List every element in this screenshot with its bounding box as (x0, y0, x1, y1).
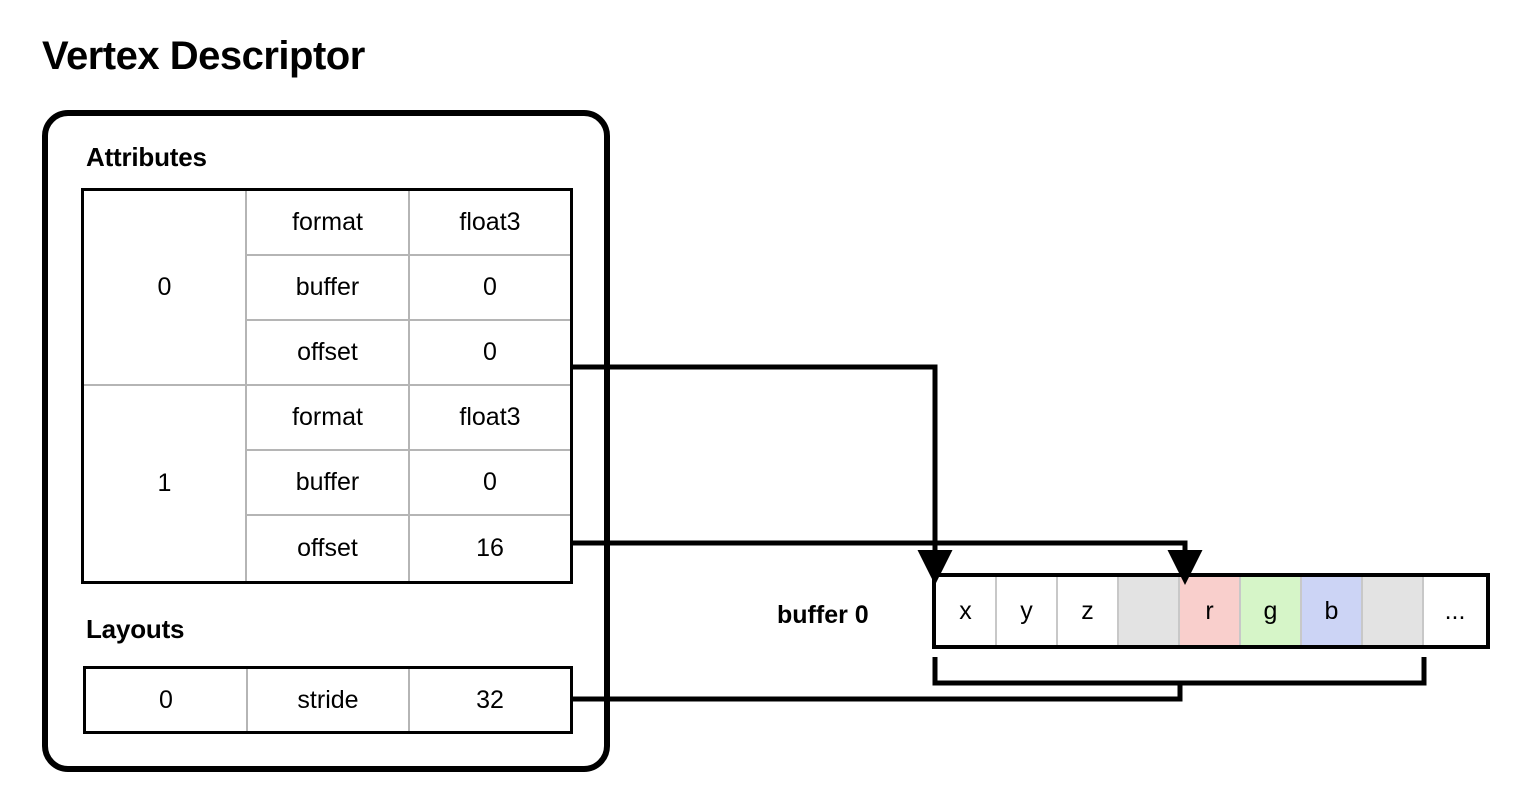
page-title: Vertex Descriptor (42, 34, 365, 78)
buffer-cell-y: y (997, 577, 1058, 645)
buffer-cell-...: ... (1424, 577, 1486, 645)
attribute-0-buffer-label: buffer (247, 256, 410, 321)
buffer-cell-g: g (1241, 577, 1302, 645)
layouts-heading: Layouts (86, 614, 185, 644)
buffer-label: buffer 0 (777, 601, 869, 629)
layout-0-stride-value: 32 (410, 669, 570, 731)
attribute-0-offset-value: 0 (410, 321, 570, 386)
buffer-cell-padding-7 (1363, 577, 1424, 645)
buffer-cell-r: r (1180, 577, 1241, 645)
attribute-1-buffer-value: 0 (410, 451, 570, 516)
attribute-1-format-value: float3 (410, 386, 570, 451)
attribute-1-offset-label: offset (247, 516, 410, 581)
attribute-index-1: 1 (84, 386, 247, 581)
attribute-1-format-label: format (247, 386, 410, 451)
attribute-index-0: 0 (84, 191, 247, 386)
buffer-cell-b: b (1302, 577, 1363, 645)
layout-0-stride-label: stride (248, 669, 410, 731)
buffer-cell-z: z (1058, 577, 1119, 645)
attribute-0-format-label: format (247, 191, 410, 256)
stride-bracket (573, 657, 1427, 702)
attribute-0-format-value: float3 (410, 191, 570, 256)
layout-index-0: 0 (86, 669, 248, 731)
attributes-table: 0 format float3 buffer 0 offset 0 1 form… (81, 188, 573, 584)
connector-attribute1-offset-arrow (573, 540, 1203, 585)
buffer-cell-padding-3 (1119, 577, 1180, 645)
attribute-1-offset-value: 16 (410, 516, 570, 581)
attribute-1-buffer-label: buffer (247, 451, 410, 516)
attribute-0-offset-label: offset (247, 321, 410, 386)
attributes-heading: Attributes (86, 142, 207, 172)
attribute-0-buffer-value: 0 (410, 256, 570, 321)
layouts-table: 0 stride 32 (83, 666, 573, 734)
connector-attribute0-offset-arrow (573, 364, 953, 585)
buffer-cell-x: x (936, 577, 997, 645)
